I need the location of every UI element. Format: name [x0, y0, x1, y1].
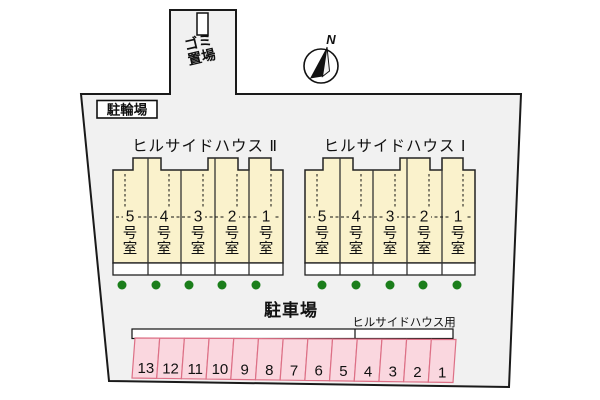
unit-suffix-go: 号: [225, 226, 240, 242]
shrub-dot: [184, 280, 194, 290]
unit-number: 1: [262, 209, 271, 226]
building-1-walkway: [304, 262, 476, 276]
unit-suffix-shitsu: 室: [451, 241, 466, 258]
unit-suffix-shitsu: 室: [417, 241, 432, 258]
unit-suffix-shitsu: 室: [349, 241, 364, 258]
unit-number: 2: [420, 209, 429, 226]
unit-number-backing: [157, 206, 171, 221]
parking-title: 駐車場: [264, 300, 318, 320]
parking-space-number: 7: [290, 362, 298, 379]
unit-suffix-shitsu: 室: [157, 241, 172, 258]
parking-space-number: 2: [413, 364, 421, 381]
unit-suffix-go: 号: [315, 226, 330, 242]
parking-space-number: 8: [265, 362, 273, 379]
unit-suffix-go: 号: [349, 226, 364, 242]
building-1-title: ヒルサイドハウス Ⅰ: [324, 137, 467, 155]
shrub-dot: [452, 280, 462, 290]
unit-suffix-go: 号: [123, 226, 138, 242]
unit-number: 3: [194, 209, 203, 226]
parking-space-number: 6: [315, 363, 323, 380]
shrub-dot: [251, 280, 261, 290]
unit-number-backing: [315, 206, 329, 221]
shrub-dot: [351, 280, 361, 290]
unit-suffix-shitsu: 室: [259, 241, 274, 258]
shrub-dot: [151, 280, 161, 290]
shrub-dot: [385, 280, 395, 290]
unit-suffix-go: 号: [451, 226, 466, 242]
garbage-area-label-line1: ゴミ: [183, 31, 214, 53]
garbage-area-label: ゴミ 置場: [183, 31, 217, 68]
parking-space-number: 13: [138, 360, 155, 377]
shrub-dot: [117, 280, 127, 290]
parking-allocation-bracket: [131, 328, 454, 340]
unit-number: 5: [318, 209, 327, 226]
unit-number-backing: [191, 206, 205, 221]
parking-space-number: 10: [212, 361, 229, 378]
site-boundary: [79, 9, 523, 389]
parking-space-number: 4: [364, 363, 372, 380]
parking-space-number: 9: [240, 362, 248, 379]
shrub-dot: [217, 280, 227, 290]
compass-needle-outline: [321, 46, 331, 78]
parking-space-number: 3: [389, 364, 397, 381]
parking-allocation-label: ヒルサイドハウス用: [352, 316, 456, 329]
unit-number-backing: [451, 206, 465, 221]
unit-number-backing: [259, 206, 273, 221]
shrub-dot: [418, 280, 428, 290]
unit-suffix-shitsu: 室: [383, 241, 398, 258]
unit-number-backing: [225, 206, 239, 221]
unit-number: 4: [160, 209, 169, 226]
parking-space-number: 11: [187, 361, 203, 378]
unit-number: 5: [126, 209, 135, 226]
unit-number: 4: [352, 209, 361, 226]
unit-suffix-go: 号: [157, 226, 172, 242]
unit-suffix-go: 号: [383, 226, 398, 242]
unit-suffix-go: 号: [259, 226, 274, 242]
unit-number-backing: [417, 206, 431, 221]
unit-suffix-go: 号: [417, 226, 432, 242]
unit-suffix-shitsu: 室: [315, 241, 330, 258]
building-2-walkway: [112, 262, 284, 276]
bicycle-parking-label: 駐輪場: [107, 102, 148, 118]
bicycle-parking-box: [96, 99, 158, 119]
compass-icon: N: [303, 32, 339, 84]
parking-space-number: 1: [438, 364, 446, 381]
parking-space-number: 5: [339, 363, 347, 380]
unit-number-backing: [123, 206, 137, 221]
shrub-dot: [317, 280, 327, 290]
compass-circle: [303, 48, 339, 84]
unit-number: 1: [454, 209, 463, 226]
compass-needle: [310, 47, 327, 79]
parking-space-number: 12: [162, 361, 179, 378]
unit-number: 3: [386, 209, 395, 226]
parking-space: [427, 338, 457, 384]
garbage-area-label-line2: 置場: [186, 46, 217, 68]
unit-number-backing: [383, 206, 397, 221]
garbage-bin-icon: [196, 12, 209, 36]
building-2-title: ヒルサイドハウス Ⅱ: [132, 137, 278, 155]
unit-number: 2: [228, 209, 237, 226]
unit-suffix-shitsu: 室: [123, 241, 138, 258]
unit-suffix-shitsu: 室: [225, 241, 240, 258]
unit-suffix-shitsu: 室: [191, 241, 206, 258]
compass-north-label: N: [326, 32, 336, 47]
unit-suffix-go: 号: [191, 226, 206, 242]
unit-number-backing: [349, 206, 363, 221]
